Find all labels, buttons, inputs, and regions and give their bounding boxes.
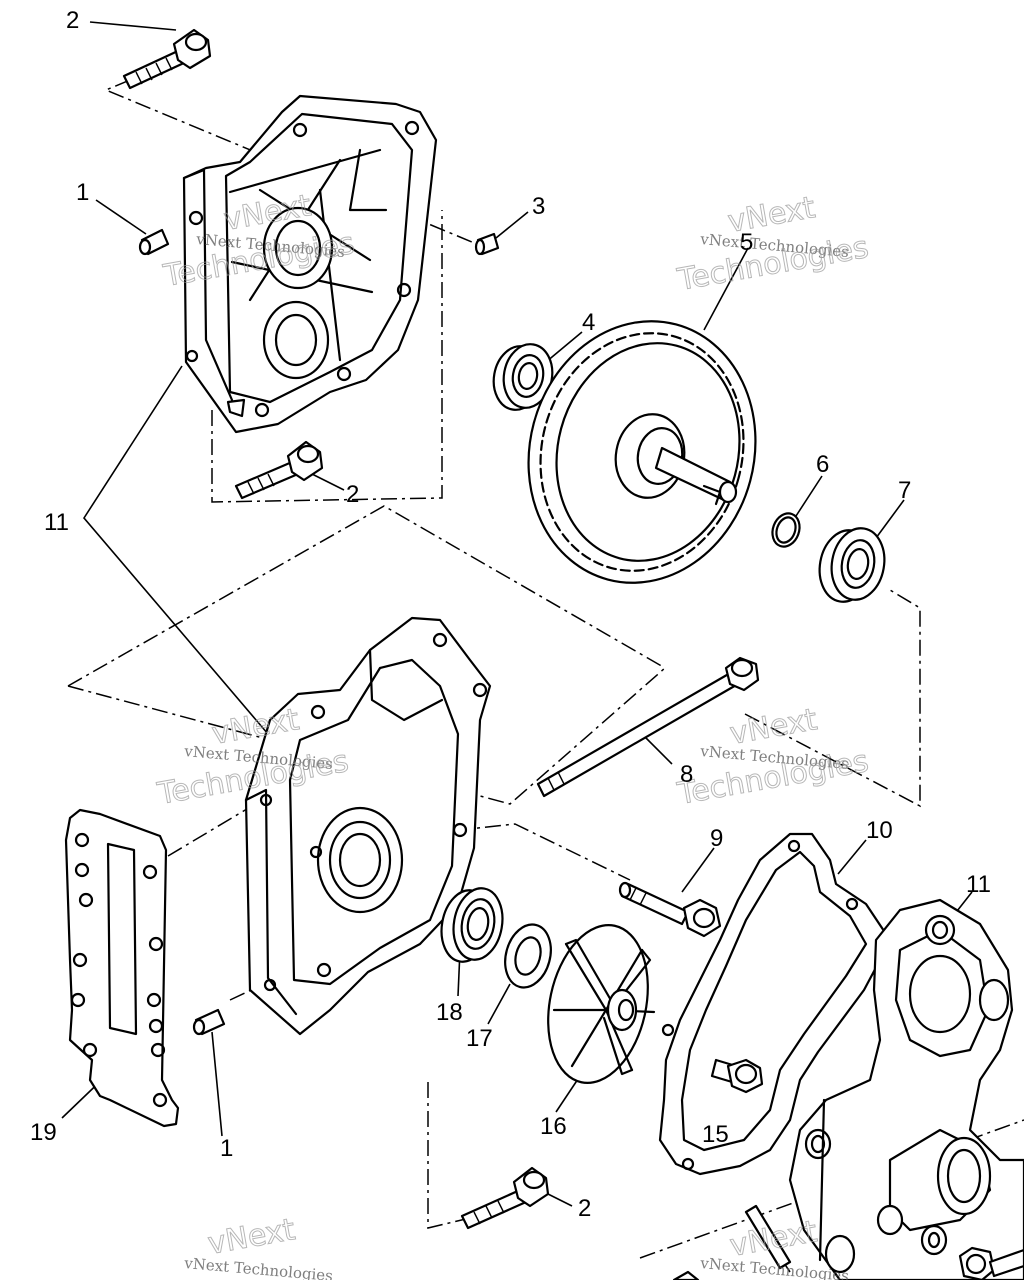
bolt-15: [710, 1058, 764, 1094]
bearing-4: [492, 343, 554, 411]
callout-10: 10: [866, 817, 893, 844]
gasket-10: [658, 832, 892, 1176]
callout-labels: 2 1 3 5 4 6 7 2 11 8 9 10 11 18 17 16 15…: [30, 7, 991, 1222]
callout-17: 17: [466, 1025, 493, 1052]
dowel-pin-top: [138, 228, 170, 256]
washer-bottom-right: [920, 1224, 948, 1256]
watermark-large-line1: vNext: [727, 702, 820, 752]
callout-19: 19: [30, 1119, 57, 1146]
o-ring-6: [771, 512, 801, 548]
callout-7: 7: [898, 477, 911, 504]
callout-1-bottom: 1: [220, 1135, 233, 1162]
dowel-pin-3: [474, 232, 500, 256]
callout-11-left: 11: [44, 509, 69, 536]
bolt-partial-bottom: [672, 1270, 700, 1280]
bolt-bottom: [460, 1166, 550, 1230]
callout-16: 16: [540, 1113, 567, 1140]
gasket-19: [64, 808, 180, 1128]
callout-15: 15: [702, 1121, 729, 1148]
main-housing: [244, 616, 492, 1036]
upper-gear-cover: [182, 94, 438, 434]
callout-8: 8: [680, 761, 693, 788]
callout-9: 9: [710, 825, 723, 852]
bearing-7: [818, 527, 886, 603]
callout-6: 6: [816, 451, 829, 478]
nut-bottom-right: [958, 1246, 1024, 1280]
bolt-9: [618, 881, 722, 938]
pump-cover: [788, 898, 1024, 1280]
stud-bolt-8: [536, 656, 760, 798]
callout-2-top: 2: [66, 7, 79, 34]
watermark-small: vNext Technologies: [183, 1254, 334, 1280]
callout-11-right: 11: [966, 871, 991, 898]
bolt-middle: [234, 440, 324, 500]
gear-5: [527, 320, 757, 584]
impeller-16: [547, 924, 656, 1084]
callout-2-bottom: 2: [578, 1195, 591, 1222]
callout-2-mid: 2: [346, 481, 359, 508]
callout-1-top: 1: [76, 179, 89, 206]
seal-18: [440, 887, 504, 963]
watermark-large-line1: vNext: [727, 1214, 820, 1264]
pin-bottom-right: [744, 1204, 792, 1270]
washer-17: [504, 923, 552, 989]
watermark-large-line1: vNext: [205, 1212, 298, 1262]
bolt-top: [122, 28, 212, 90]
callout-3: 3: [532, 193, 545, 220]
callout-4: 4: [582, 309, 595, 336]
callout-18: 18: [436, 999, 463, 1026]
dowel-pin-bottom: [192, 1008, 226, 1036]
callout-5: 5: [740, 229, 753, 256]
